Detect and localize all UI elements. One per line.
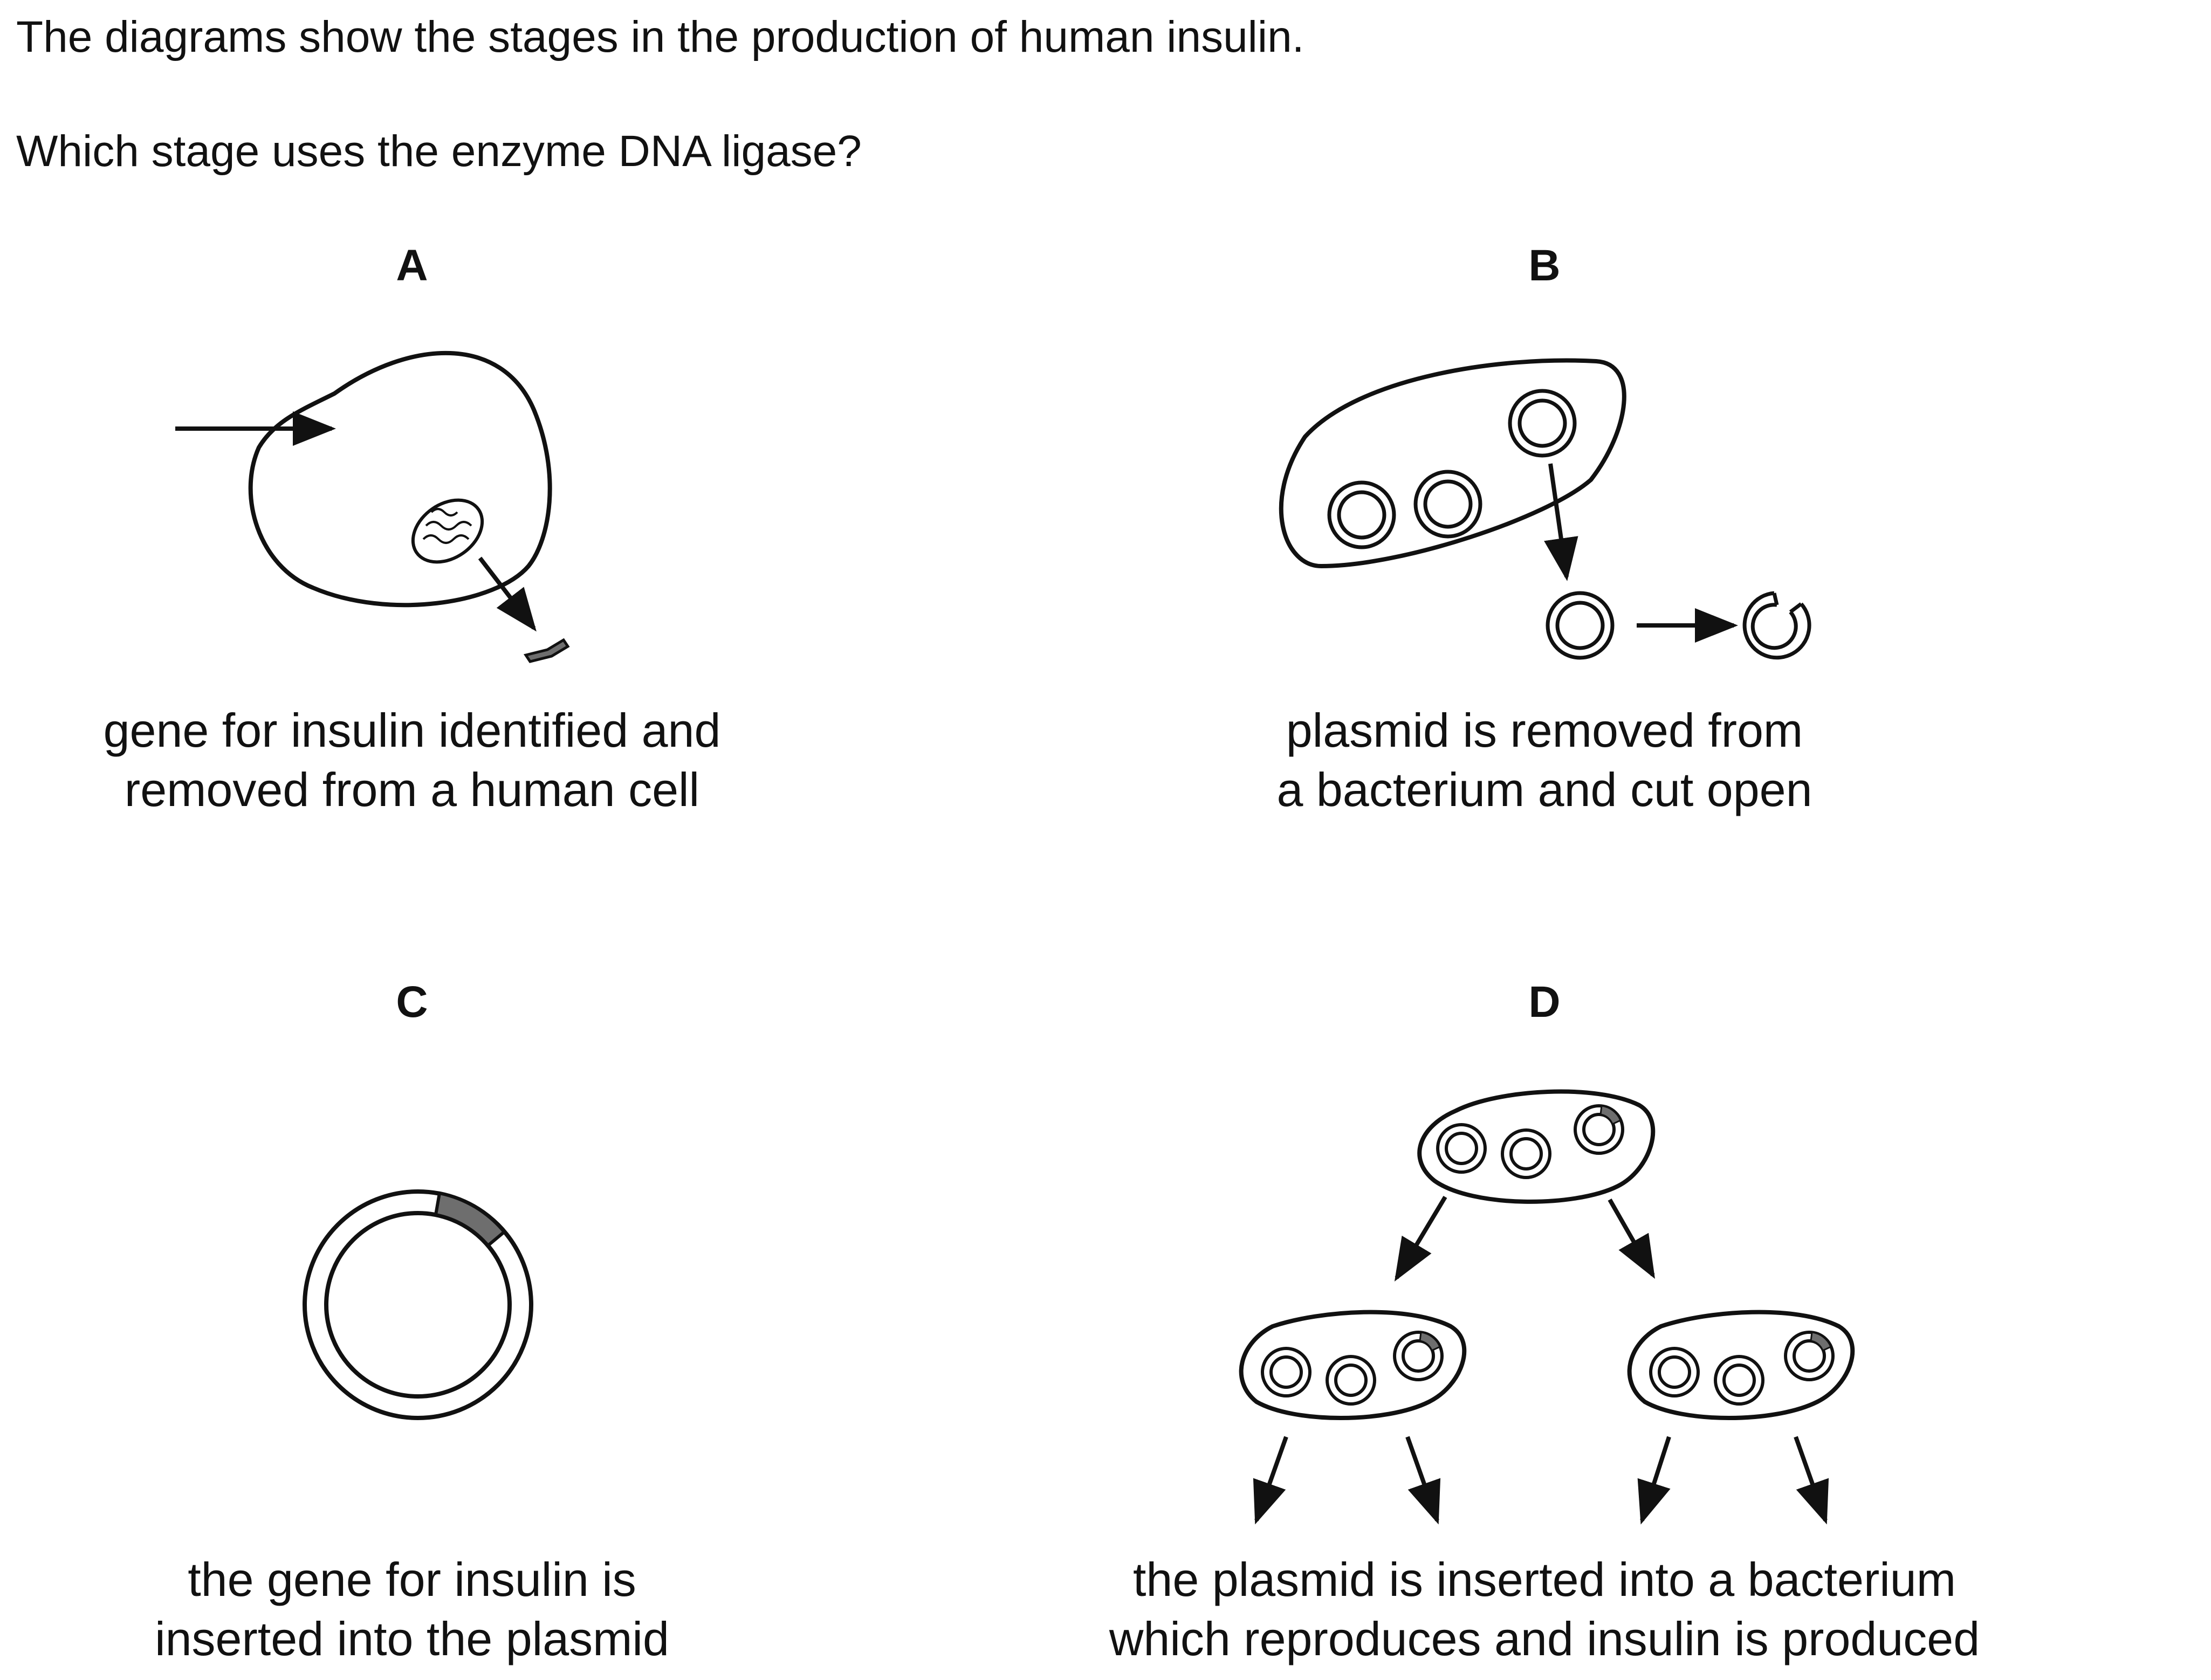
stage-d-diagram [1239, 1089, 1855, 1525]
division-arrow [1405, 1436, 1441, 1525]
plasmid [1714, 1355, 1764, 1406]
caption-line: plasmid is removed from [1286, 704, 1803, 757]
daughter-bacterium [1627, 1310, 1855, 1420]
plasmid [1501, 1128, 1551, 1179]
parent-bacterium [1417, 1089, 1656, 1204]
daughter-bacterium [1239, 1310, 1467, 1420]
inserted-gene-segment [434, 1191, 507, 1248]
division-arrow [1794, 1436, 1829, 1525]
recombinant-plasmid [1574, 1104, 1624, 1155]
plasmid [1413, 470, 1482, 539]
caption-line: removed from a human cell [124, 763, 700, 816]
recombinant-plasmid [1784, 1331, 1835, 1381]
stage-a-diagram [175, 350, 570, 663]
stage-b-letter[interactable]: B [1528, 241, 1561, 290]
nucleus [411, 498, 484, 564]
division-arrow [1608, 1199, 1655, 1279]
division-arrow [1253, 1436, 1288, 1525]
division-arrow [1637, 1436, 1671, 1525]
stage-c-letter[interactable]: C [396, 977, 428, 1027]
stage-c-caption: the gene for insulin is inserted into th… [155, 1550, 669, 1669]
cut-plasmid [1742, 591, 1811, 660]
plasmid [1649, 1347, 1700, 1397]
chromosome-squiggle [422, 534, 470, 544]
bacterium-outline [1279, 358, 1626, 569]
gene-removal-arrow [478, 556, 537, 632]
caption-line: inserted into the plasmid [155, 1612, 669, 1665]
caption-line: gene for insulin identified and [103, 704, 721, 757]
human-cell-outline [248, 350, 552, 608]
stage-a-letter[interactable]: A [396, 241, 428, 290]
plasmid [1436, 1123, 1487, 1174]
chromosome-squiggle [430, 508, 458, 517]
recombinant-plasmid [1393, 1331, 1444, 1381]
stage-d-caption: the plasmid is inserted into a bacterium… [1109, 1550, 1980, 1669]
stage-b-diagram [1279, 358, 1811, 660]
plasmid [1508, 389, 1577, 458]
chromosome-squiggle [425, 521, 472, 531]
stage-d-letter[interactable]: D [1528, 977, 1561, 1027]
caption-line: the plasmid is inserted into a bacterium [1132, 1553, 1956, 1606]
question-prompt: Which stage uses the enzyme DNA ligase? [16, 127, 862, 176]
caption-line: the gene for insulin is [188, 1553, 636, 1606]
caption-line: a bacterium and cut open [1276, 763, 1812, 816]
stage-c-diagram [303, 1189, 533, 1420]
insulin-gene-fragment [523, 638, 570, 663]
plasmid-outer-ring [303, 1189, 533, 1420]
plasmid-inner-ring [324, 1211, 512, 1399]
stage-b-caption: plasmid is removed from a bacterium and … [1276, 701, 1812, 820]
plasmid [1261, 1347, 1312, 1397]
plasmid [1327, 480, 1396, 549]
removed-plasmid [1546, 591, 1615, 660]
division-arrow [1394, 1195, 1447, 1282]
stage-a-caption: gene for insulin identified and removed … [104, 701, 721, 820]
plasmid-removal-arrow [1544, 463, 1578, 581]
question-intro: The diagrams show the stages in the prod… [16, 12, 1304, 61]
caption-line: which reproduces and insulin is produced [1109, 1612, 1980, 1665]
plasmid [1326, 1355, 1376, 1406]
